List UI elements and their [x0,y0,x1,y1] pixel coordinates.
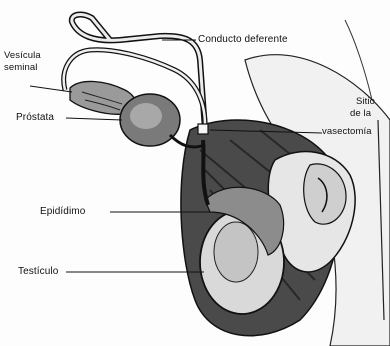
label-vesicula: Vesícula [4,50,41,61]
vasectomy-clamp [198,124,208,134]
label-de-la: de la [350,108,371,119]
label-sitio: Sitio [356,96,375,107]
label-conducto-deferente: Conducto deferente [198,34,288,45]
leader-prostata [66,118,122,120]
label-epididimo: Epidídimo [40,206,85,217]
label-vasectomia: vasectomía [322,126,372,137]
label-seminal: seminal [4,62,37,73]
label-testiculo: Testículo [18,266,58,277]
label-prostata: Próstata [16,112,54,123]
